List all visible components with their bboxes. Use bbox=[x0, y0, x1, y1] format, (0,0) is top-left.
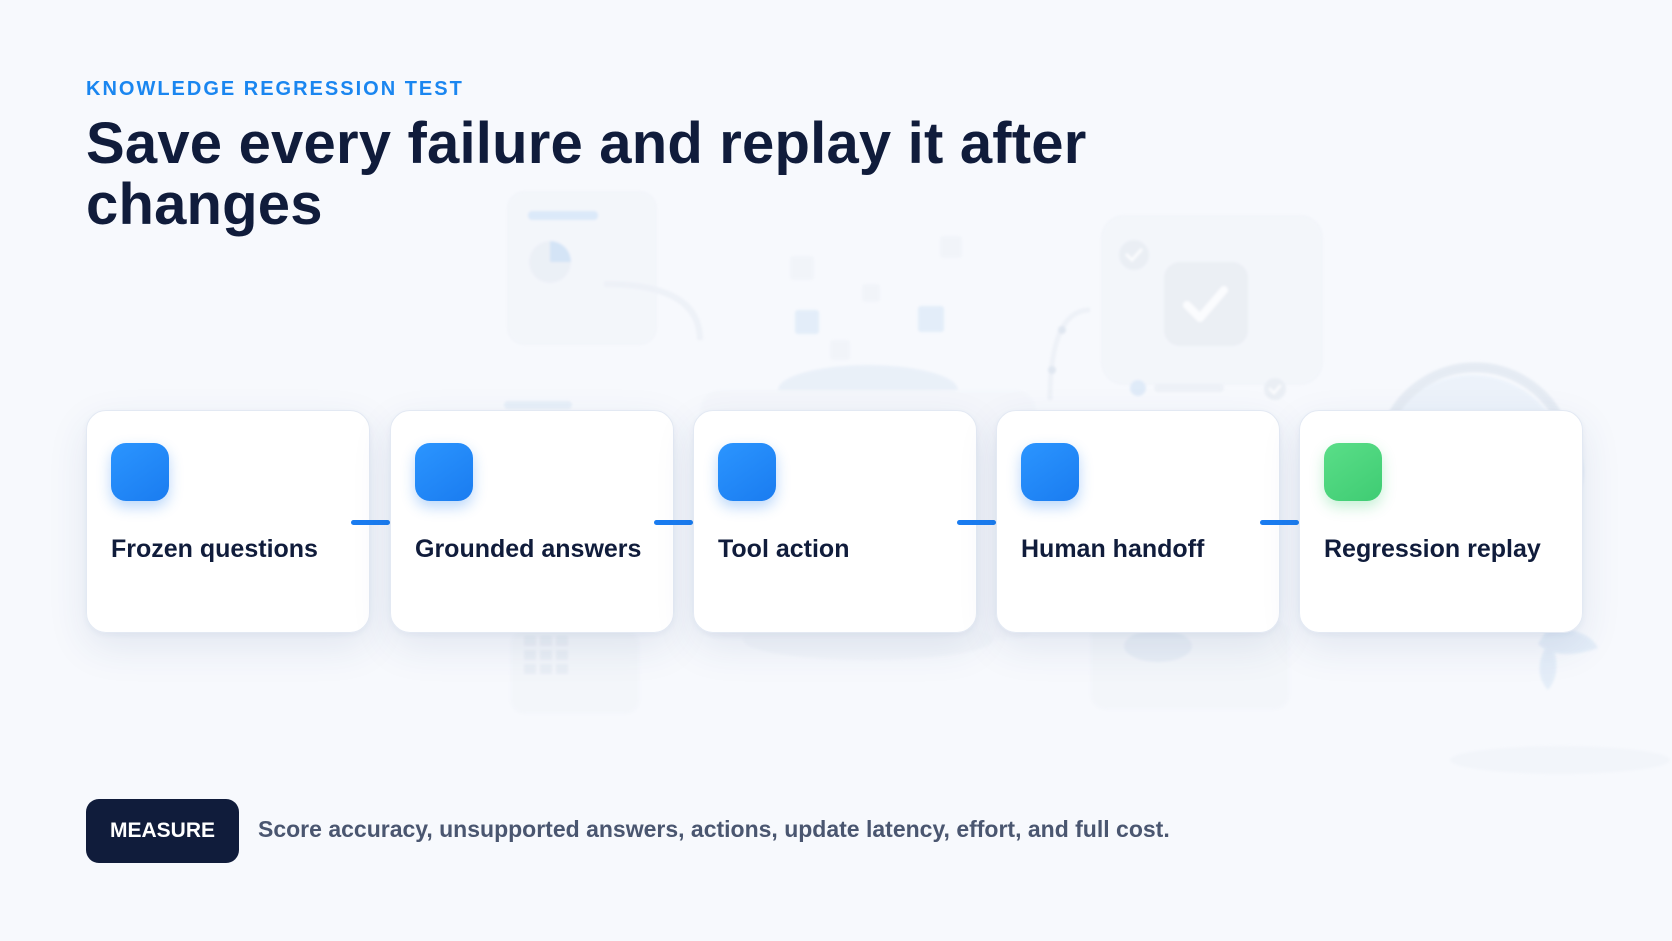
step-card-regression-replay: Regression replay bbox=[1299, 410, 1583, 633]
blue-square-icon bbox=[1021, 443, 1079, 501]
blue-square-icon bbox=[415, 443, 473, 501]
measure-badge: MEASURE bbox=[86, 799, 239, 863]
step-card-grounded-answers: Grounded answers bbox=[390, 410, 674, 633]
step-label: Regression replay bbox=[1324, 535, 1541, 563]
step-card-frozen-questions: Frozen questions bbox=[86, 410, 370, 633]
step-label: Tool action bbox=[718, 535, 850, 563]
connector-line bbox=[1260, 520, 1299, 525]
green-square-icon bbox=[1324, 443, 1382, 501]
step-label: Frozen questions bbox=[111, 535, 318, 563]
connector-line bbox=[351, 520, 390, 525]
step-card-human-handoff: Human handoff bbox=[996, 410, 1280, 633]
connector-line bbox=[654, 520, 693, 525]
step-label: Human handoff bbox=[1021, 535, 1205, 563]
page-title: Save every failure and replay it after c… bbox=[86, 111, 1087, 237]
step-card-tool-action: Tool action bbox=[693, 410, 977, 633]
step-label: Grounded answers bbox=[415, 535, 642, 563]
connector-line bbox=[957, 520, 996, 525]
eyebrow-label: KNOWLEDGE REGRESSION TEST bbox=[86, 78, 464, 100]
blue-square-icon bbox=[111, 443, 169, 501]
blue-square-icon bbox=[718, 443, 776, 501]
measure-description: Score accuracy, unsupported answers, act… bbox=[258, 816, 1170, 842]
